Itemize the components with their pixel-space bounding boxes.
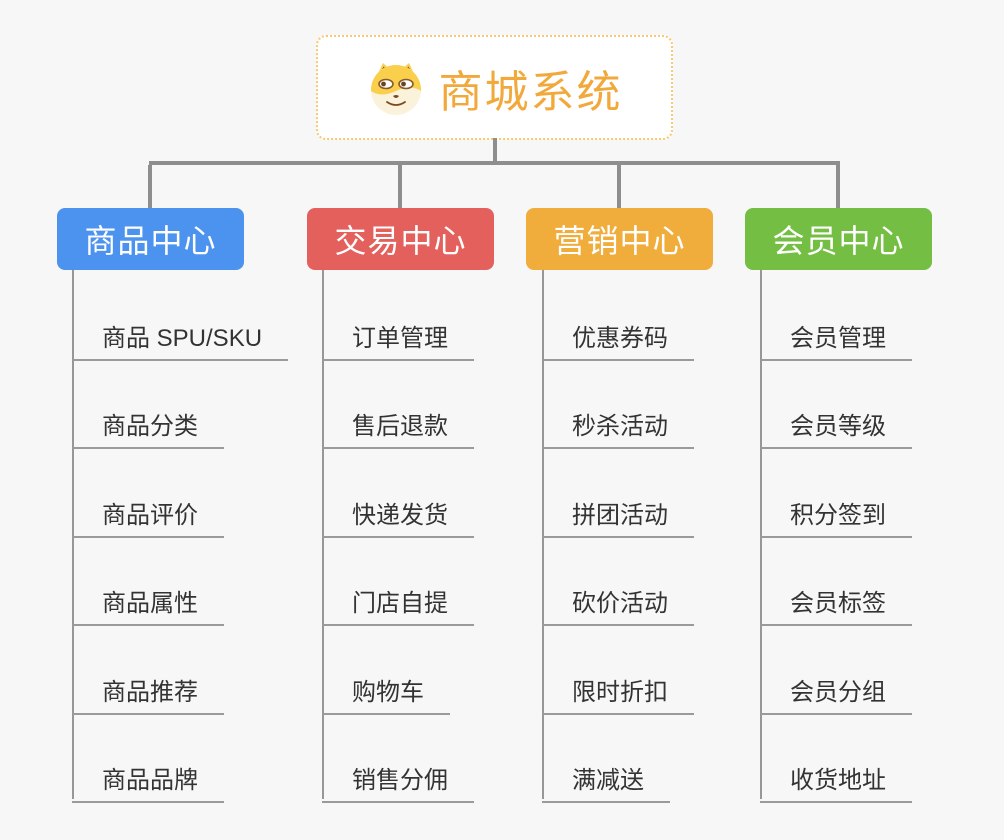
leaf-node[interactable]: 购物车 xyxy=(322,667,450,715)
branch-node-trade[interactable]: 交易中心 xyxy=(307,208,494,270)
dog-face-icon xyxy=(370,62,421,115)
connector-drop-products xyxy=(148,165,152,208)
leaf-node[interactable]: 砍价活动 xyxy=(542,578,694,626)
branch-node-products[interactable]: 商品中心 xyxy=(57,208,244,270)
leaf-node[interactable]: 快递发货 xyxy=(322,490,474,538)
leaf-node[interactable]: 商品分类 xyxy=(72,401,224,449)
leaf-node[interactable]: 拼团活动 xyxy=(542,490,694,538)
leaf-node[interactable]: 秒杀活动 xyxy=(542,401,694,449)
leaf-node[interactable]: 积分签到 xyxy=(760,490,912,538)
leaf-node[interactable]: 商品推荐 xyxy=(72,667,224,715)
leaf-node[interactable]: 满减送 xyxy=(542,755,670,803)
trunk-line-products xyxy=(72,270,74,799)
trunk-line-members xyxy=(760,270,762,799)
trunk-line-marketing xyxy=(542,270,544,799)
connector-horizontal-bus xyxy=(149,161,840,165)
connector-root-vertical xyxy=(493,138,497,163)
leaf-node[interactable]: 门店自提 xyxy=(322,578,474,626)
leaf-node[interactable]: 商品品牌 xyxy=(72,755,224,803)
leaf-node[interactable]: 会员管理 xyxy=(760,313,912,361)
branch-node-marketing[interactable]: 营销中心 xyxy=(526,208,713,270)
leaf-node[interactable]: 优惠券码 xyxy=(542,313,694,361)
leaf-node[interactable]: 收货地址 xyxy=(760,755,912,803)
leaf-node[interactable]: 售后退款 xyxy=(322,401,474,449)
leaf-node[interactable]: 商品评价 xyxy=(72,490,224,538)
branch-node-members[interactable]: 会员中心 xyxy=(745,208,932,270)
leaf-node[interactable]: 销售分佣 xyxy=(322,755,474,803)
leaf-node[interactable]: 订单管理 xyxy=(322,313,474,361)
connector-drop-marketing xyxy=(617,165,621,208)
leaf-node[interactable]: 会员等级 xyxy=(760,401,912,449)
connector-drop-trade xyxy=(398,165,402,208)
leaf-node[interactable]: 限时折扣 xyxy=(542,667,694,715)
root-node[interactable]: 商城系统 xyxy=(316,35,673,140)
leaf-node[interactable]: 商品 SPU/SKU xyxy=(72,313,289,361)
root-title: 商城系统 xyxy=(438,67,623,117)
trunk-line-trade xyxy=(322,270,324,799)
connector-drop-members xyxy=(836,165,840,208)
leaf-node[interactable]: 商品属性 xyxy=(72,578,224,626)
leaf-node[interactable]: 会员分组 xyxy=(760,667,912,715)
leaf-node[interactable]: 会员标签 xyxy=(760,578,912,626)
